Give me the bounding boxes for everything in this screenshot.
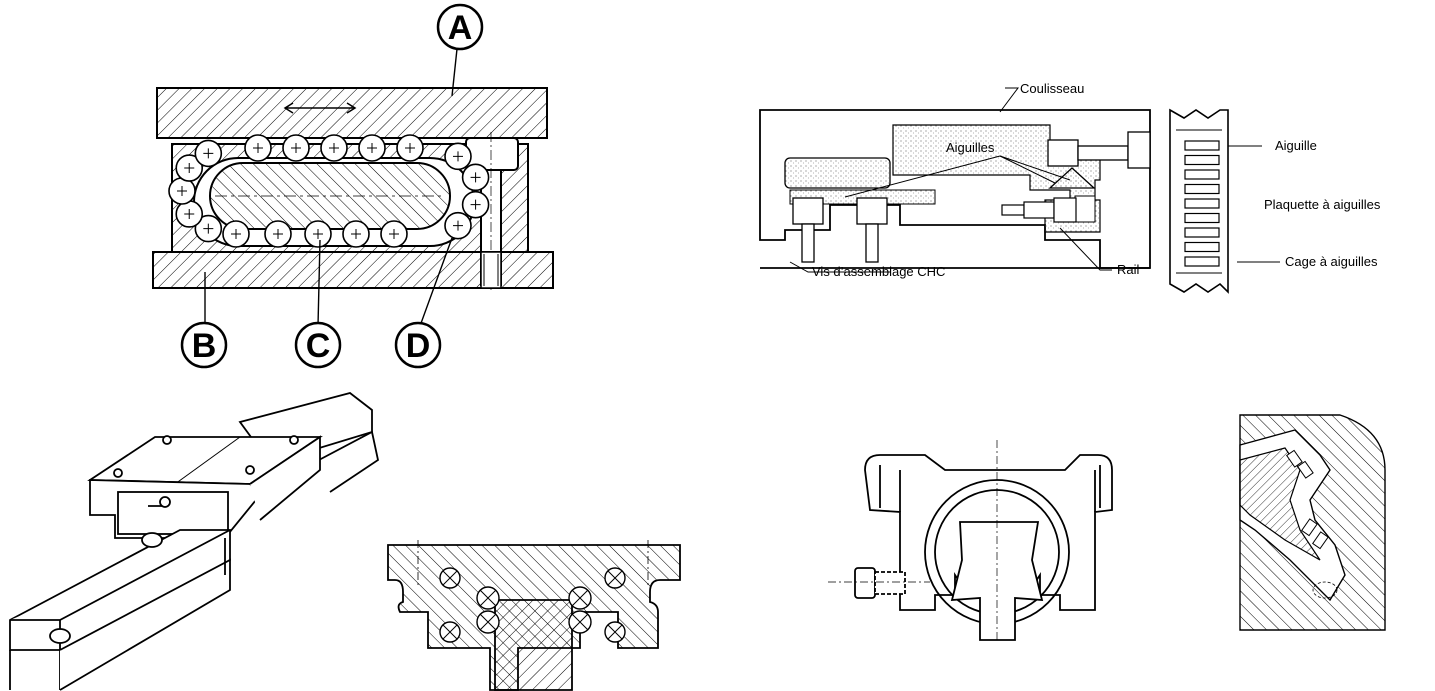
svg-text:Rail: Rail [1117,262,1140,277]
figure2-leaders [789,87,1280,273]
needle-cage [1169,108,1229,294]
svg-text:D: D [406,327,431,365]
svg-text:Plaquette à aiguilles: Plaquette à aiguilles [1264,197,1381,212]
svg-text:C: C [306,327,331,365]
ball-mark [367,143,377,153]
ball-mark [453,151,463,162]
ball-mark [351,229,361,239]
right-screw [1047,131,1151,169]
needle-roller [1184,169,1220,180]
svg-text:Aiguille: Aiguille [1275,138,1317,153]
needle-roller [1184,227,1220,238]
needle-roller [1184,140,1220,151]
callout-b: B [180,321,228,369]
ball-mark [203,148,214,159]
ball-mark [203,223,214,234]
top-plate-a [156,87,548,139]
ball-mark [389,229,399,239]
ball-mark [177,186,187,196]
ball-mark [470,172,481,183]
ball-mark [313,229,323,239]
needle-roller [1184,198,1220,209]
needle-slide-figure: Coulisseau Aiguilles Vis d’assemblage CH… [759,81,1381,294]
needle-roller [1184,256,1220,267]
svg-text:Vis d’assemblage CHC: Vis d’assemblage CHC [812,264,945,279]
needle-roller [1184,154,1220,166]
ball-mark [453,220,463,231]
svg-text:Aiguilles: Aiguilles [946,140,995,155]
guide-balls [439,567,626,643]
angular-bearing-section [1239,414,1386,631]
ball-mark [184,163,195,174]
ball-mark [405,143,415,153]
ball-mark [231,229,241,239]
callout-d: D [394,321,442,369]
ball-mark [273,229,283,239]
ball-mark [291,143,301,153]
isometric-rail-guide [9,392,380,691]
needle-roller [1184,212,1220,224]
ball-mark [184,208,195,219]
ball-mark [253,143,263,153]
assembly-screws [792,197,888,263]
ball-mark [329,143,339,153]
ball-chain [168,134,490,248]
svg-text:Cage à aiguilles: Cage à aiguilles [1285,254,1378,269]
left-clamp [784,157,891,189]
ball-guide-section [387,540,681,691]
motion-arrow [283,102,357,114]
needle-rollers [1184,140,1220,267]
bushing-housing [828,440,1113,641]
needle-roller [1184,183,1220,195]
svg-text:B: B [192,327,217,365]
adjustment-screw [1001,197,1077,223]
bearing-rollers [1286,449,1329,550]
svg-text:A: A [448,9,473,47]
needle-roller [1184,241,1220,253]
callout-c: C [294,321,342,369]
ball-mark [470,199,481,210]
svg-text:Coulisseau: Coulisseau [1020,81,1084,96]
guide-rail [494,599,573,691]
ball-recirculation-figure: A B C D [152,3,554,369]
callout-a: A [436,3,484,51]
